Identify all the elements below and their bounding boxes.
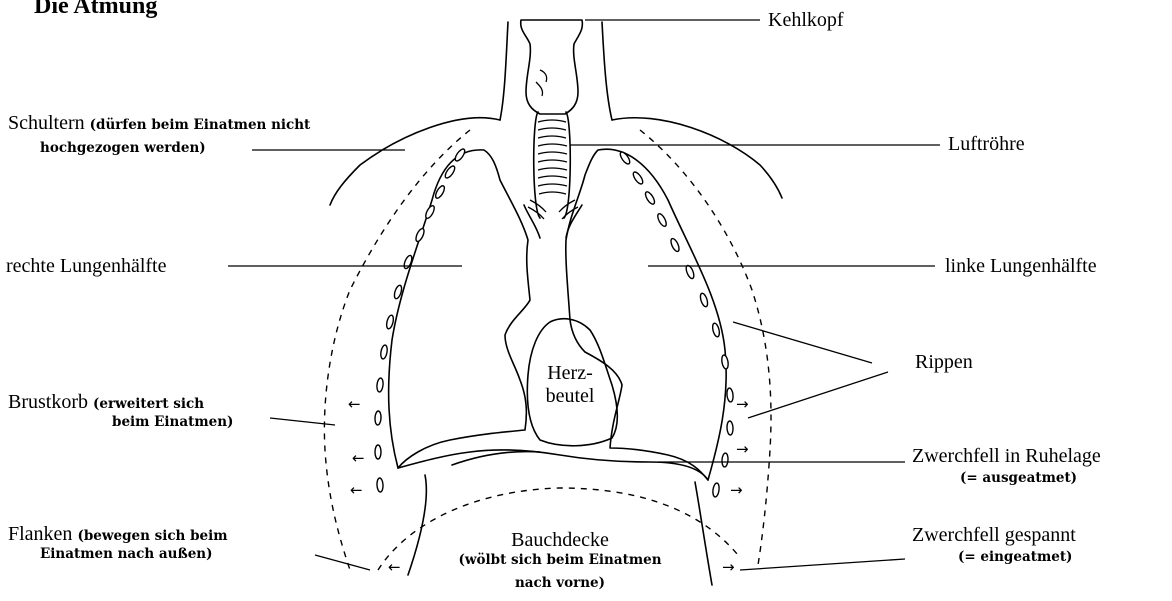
label-schultern-note-2: hochgezogen werden) bbox=[40, 142, 206, 156]
label-zwerchfell-ruhe: Zwerchfell in Ruhelage bbox=[912, 446, 1101, 466]
arrow-right-icon: → bbox=[736, 397, 749, 412]
rib-segments-left bbox=[375, 148, 467, 493]
arrow-right-icon: → bbox=[730, 483, 743, 498]
arrow-left-icon: ← bbox=[388, 560, 401, 575]
label-brustkorb: Brustkorb (erweitert sich bbox=[8, 392, 204, 412]
label-rechte-lunge: rechte Lungenhälfte bbox=[6, 256, 166, 276]
neck-right-outline bbox=[602, 22, 612, 120]
label-zwerchfell-gespannt: Zwerchfell gespannt bbox=[912, 525, 1076, 545]
diagram-title: Die Atmung bbox=[34, 0, 157, 18]
body-right-outline bbox=[695, 482, 712, 585]
arrow-right-icon: → bbox=[722, 560, 735, 575]
label-flanken-note: (bewegen sich beim bbox=[77, 528, 227, 544]
leader-rippen-1 bbox=[733, 322, 872, 363]
left-lung-outline bbox=[566, 149, 726, 480]
leader-zwerchfell-gespannt bbox=[740, 559, 905, 570]
leader-flanken bbox=[315, 555, 370, 570]
arrow-left-icon: ← bbox=[350, 483, 363, 498]
label-zwerchfell-gespannt-note: (= eingeatmet) bbox=[958, 551, 1072, 565]
label-schultern-main: Schultern bbox=[8, 112, 85, 134]
label-flanken: Flanken (bewegen sich beim bbox=[8, 524, 228, 544]
label-linke-lunge: linke Lungenhälfte bbox=[945, 256, 1097, 276]
label-zwerchfell-ruhe-note: (= ausgeatmet) bbox=[960, 472, 1077, 486]
neck-left-outline bbox=[500, 22, 508, 120]
label-bauchdecke-note-2: nach vorne) bbox=[440, 577, 680, 591]
label-bauchdecke-note-1: (wölbt sich beim Einatmen bbox=[440, 554, 680, 568]
label-kehlkopf: Kehlkopf bbox=[768, 10, 844, 30]
label-brustkorb-note: (erweitert sich bbox=[93, 396, 204, 412]
label-schultern: Schultern (dürfen beim Einatmen nicht bbox=[8, 113, 310, 133]
label-bauchdecke: Bauchdecke bbox=[470, 530, 650, 550]
larynx-shape bbox=[521, 20, 583, 114]
label-brustkorb-note-2: beim Einatmen) bbox=[112, 416, 233, 430]
right-lung-outline bbox=[389, 150, 530, 468]
label-herzbeutel-2: beutel bbox=[536, 386, 604, 406]
label-rippen: Rippen bbox=[915, 352, 973, 372]
label-luftroehre: Luftröhre bbox=[948, 134, 1025, 154]
right-shoulder-outline bbox=[612, 118, 782, 198]
trachea-rings bbox=[524, 112, 582, 238]
label-schultern-note: (dürfen beim Einatmen nicht bbox=[90, 117, 311, 133]
leader-brustkorb bbox=[270, 418, 335, 425]
larynx-detail bbox=[536, 70, 547, 96]
left-shoulder-outline bbox=[330, 118, 500, 205]
abdomen-top bbox=[452, 452, 540, 465]
ribcage-left-dashed bbox=[324, 130, 470, 570]
label-herzbeutel-1: Herz- bbox=[536, 363, 604, 383]
arrow-left-icon: ← bbox=[348, 397, 361, 412]
label-flanken-note-2: Einatmen nach außen) bbox=[40, 548, 213, 562]
label-brustkorb-main: Brustkorb bbox=[8, 391, 88, 413]
ribcage-right-dashed bbox=[640, 130, 771, 565]
arrow-right-icon: → bbox=[736, 442, 749, 457]
label-flanken-main: Flanken bbox=[8, 523, 72, 545]
arrow-left-icon: ← bbox=[352, 451, 365, 466]
